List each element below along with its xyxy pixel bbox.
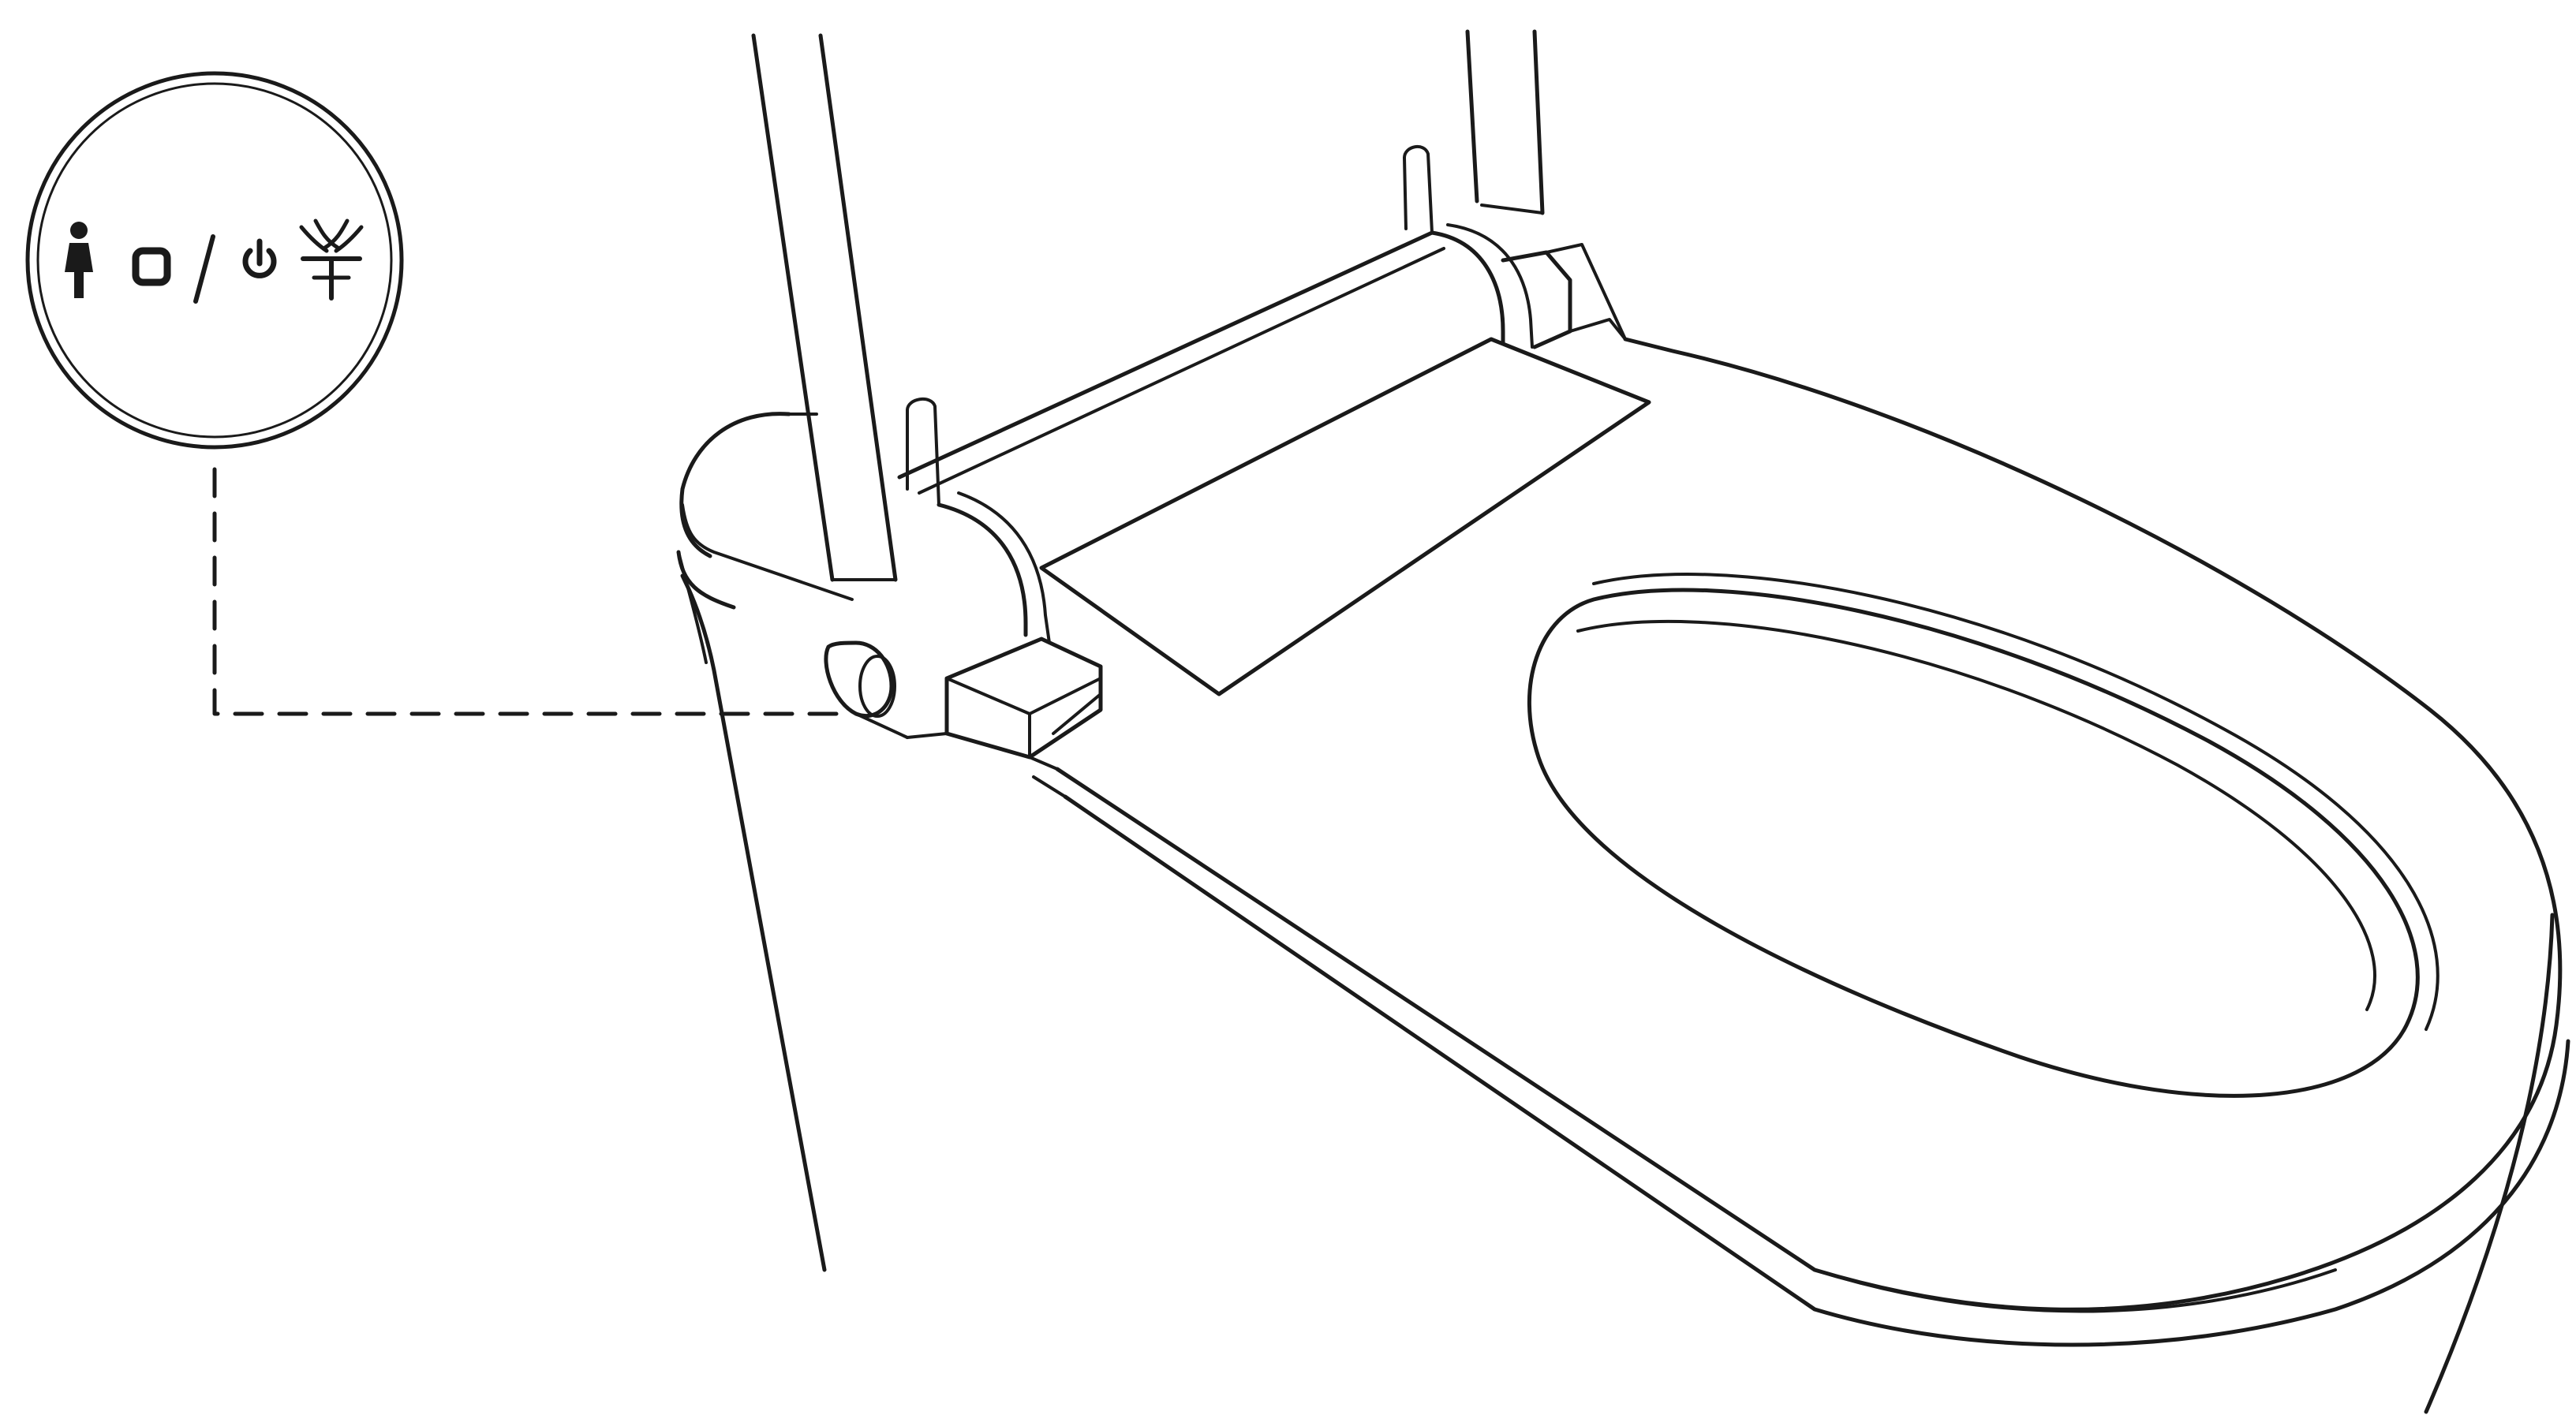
callout-leader	[212, 467, 839, 716]
spray-nozzle-icon	[299, 218, 364, 301]
square-stop-icon	[132, 247, 171, 286]
hinge-cover-plate	[1039, 337, 1651, 696]
hinge-base-block	[906, 637, 1103, 771]
hinge-assembly	[897, 145, 1627, 644]
seat-opening	[1527, 573, 2440, 1098]
toilet-lid	[751, 29, 1545, 582]
slash-separator	[193, 234, 215, 304]
control-button[interactable]	[824, 640, 909, 739]
person-icon	[65, 222, 93, 298]
button-callout	[25, 71, 404, 450]
tank-cover	[676, 412, 854, 610]
power-icon	[242, 238, 277, 278]
toilet-seat	[1032, 337, 2570, 1347]
